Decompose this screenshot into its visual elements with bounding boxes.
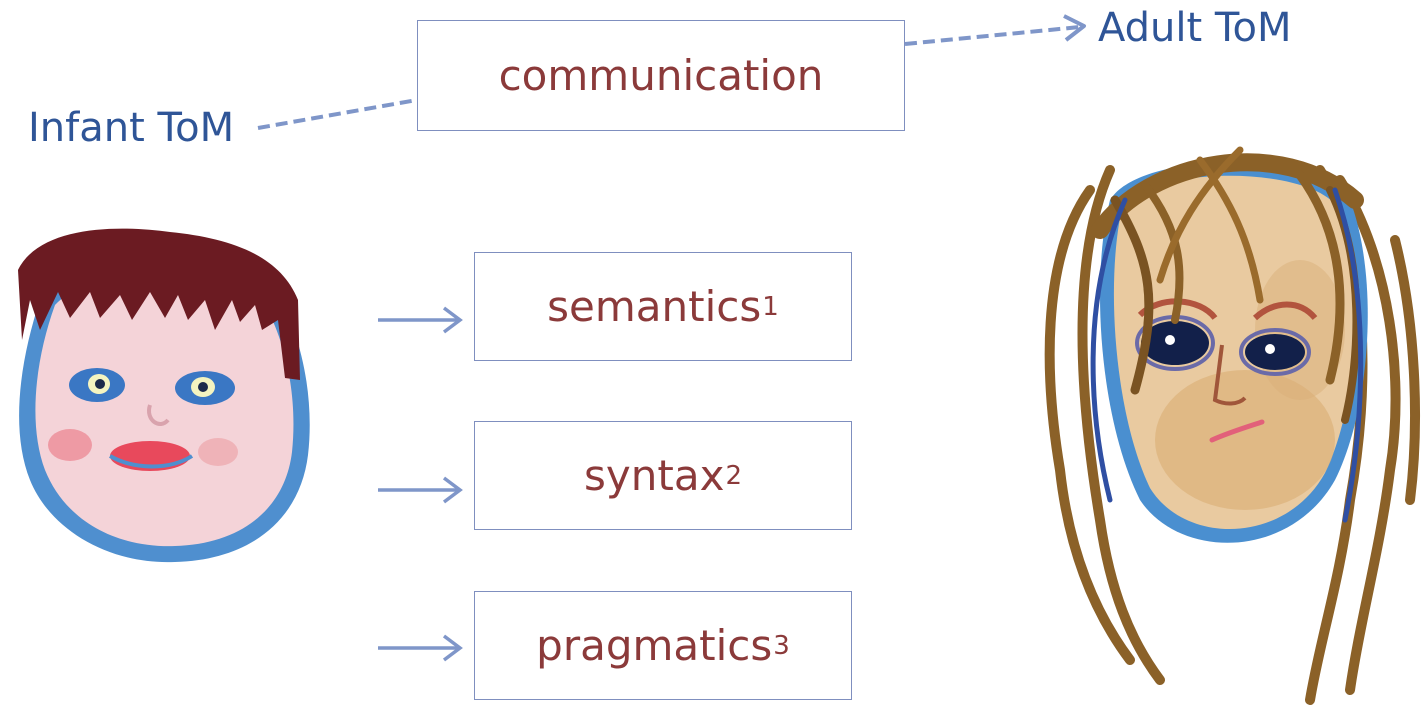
- adult-arrowhead: [1063, 14, 1086, 42]
- adult-tom-label: Adult ToM: [1098, 5, 1292, 51]
- communication-box: communication: [417, 20, 905, 131]
- infant-tom-label: Infant ToM: [28, 105, 235, 151]
- syntax-text: syntax: [584, 451, 725, 500]
- communication-text: communication: [498, 51, 824, 100]
- semantics-text: semantics: [547, 282, 762, 331]
- infant-to-communication-dashed-line: [257, 98, 418, 130]
- arrow-to-semantics: [378, 306, 463, 334]
- arrow-to-pragmatics: [378, 634, 463, 662]
- communication-to-adult-dashed-arrow: [904, 25, 1081, 46]
- pragmatics-text: pragmatics: [536, 621, 773, 670]
- arrow-to-syntax: [378, 476, 463, 504]
